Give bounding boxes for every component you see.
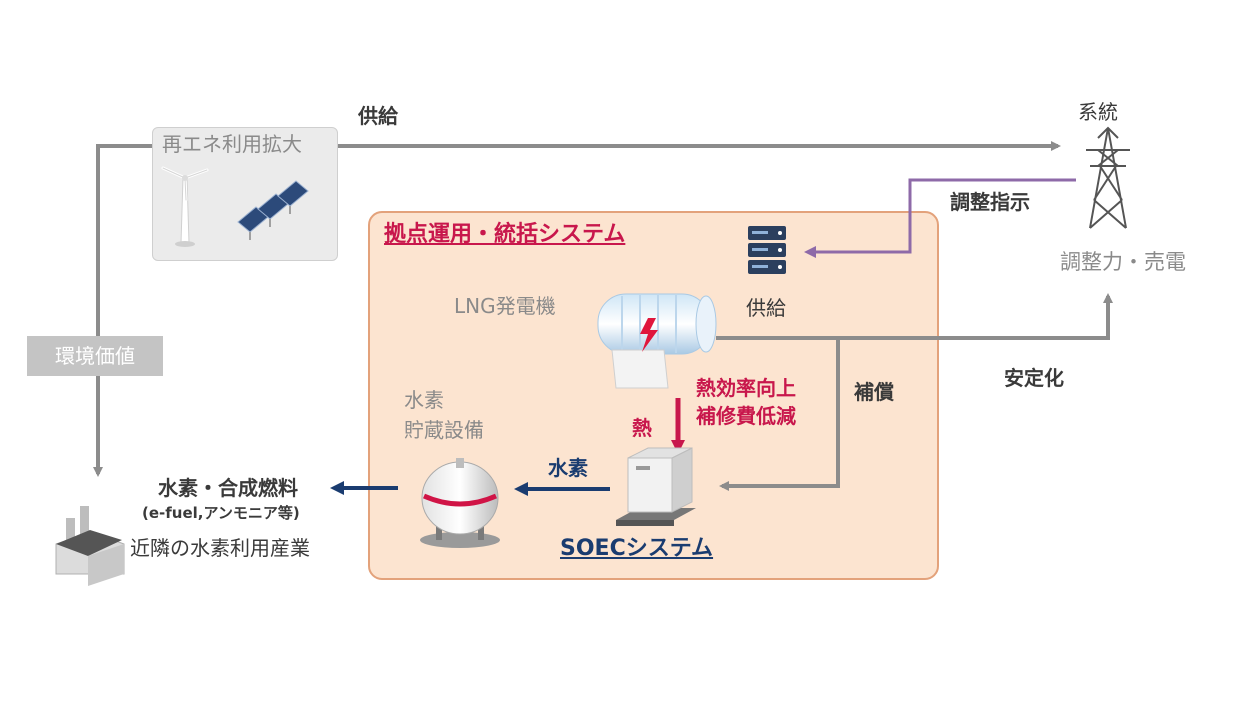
product-label: 水素・合成燃料 (158, 476, 298, 500)
stabilize-arrow (716, 293, 1113, 340)
stabilize-label: 安定化 (1004, 366, 1064, 390)
adjust-sale-label: 調整力・売電 (1060, 250, 1186, 274)
lng-generator-icon (597, 293, 717, 389)
renewable-label: 再エネ利用拡大 (162, 132, 302, 156)
hydrogen-flow-label: 水素 (548, 456, 588, 480)
heat-label: 熱 (632, 416, 652, 440)
storage-label-1: 水素 (404, 388, 444, 412)
industry-label: 近隣の水素利用産業 (130, 536, 310, 560)
hydrogen-tank-icon (420, 458, 500, 548)
storage-label-2: 貯蔵設備 (404, 418, 484, 442)
product-note-label: (e-fuel,アンモニア等) (142, 504, 300, 522)
soec-unit-icon (616, 447, 696, 526)
environment-value-tag: 環境価値 (27, 336, 163, 376)
efficiency-label-2: 補修費低減 (696, 404, 796, 428)
compensate-arrow (719, 338, 840, 491)
supply-server-label: 供給 (746, 296, 786, 320)
transmission-tower-icon (1086, 126, 1130, 229)
grid-label: 系統 (1078, 100, 1118, 124)
adjust-instruction-arrow (804, 178, 1076, 258)
system-title: 拠点運用・統括システム (384, 222, 626, 247)
solar-panel-icon (237, 180, 309, 240)
soec-label: SOECシステム (560, 536, 714, 561)
efficiency-label-1: 熱効率向上 (696, 376, 796, 400)
environment-value-arrow (93, 144, 152, 477)
supply-top-label: 供給 (358, 104, 398, 128)
server-icon (748, 226, 786, 274)
factory-icon (55, 506, 125, 586)
compensate-label: 補償 (854, 380, 894, 404)
lng-label: LNG発電機 (454, 294, 556, 318)
adjust-instruction-label: 調整指示 (950, 190, 1030, 214)
wind-turbine-icon (161, 166, 209, 247)
